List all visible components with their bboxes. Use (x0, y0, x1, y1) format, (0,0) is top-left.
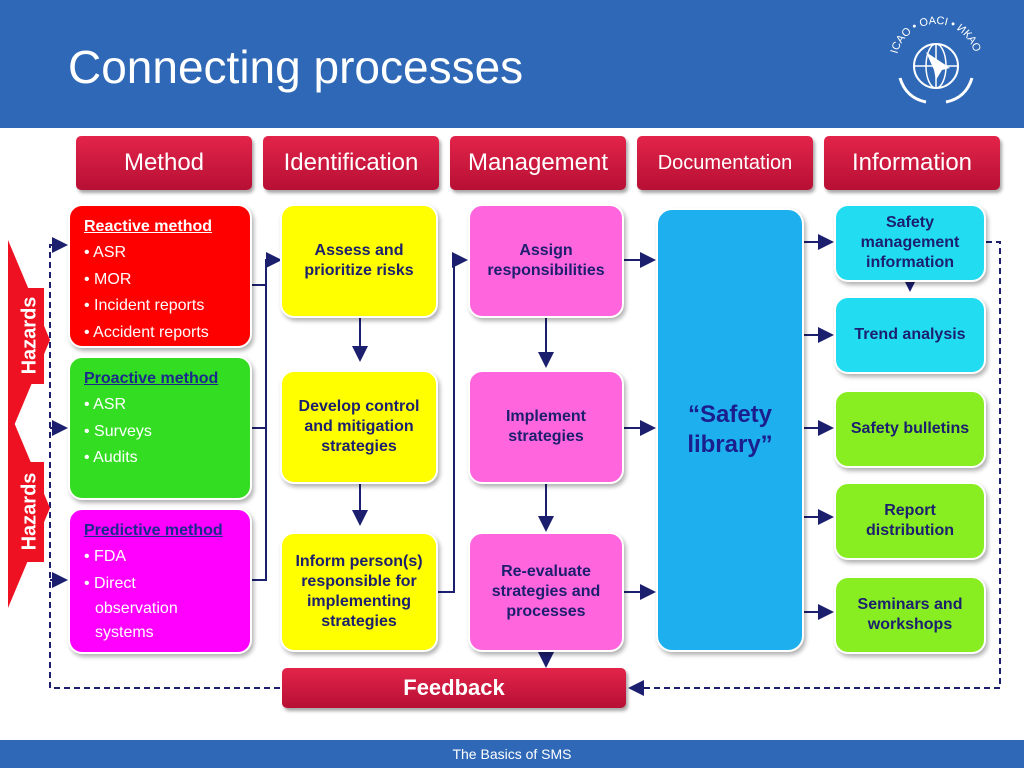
reactive-method-title: Reactive method (84, 218, 213, 235)
proactive-method-box: Proactive method • ASR • Surveys • Audit… (68, 356, 252, 500)
safety-management-information-box: Safety management information (834, 204, 986, 282)
safety-bulletins-box: Safety bulletins (834, 390, 986, 468)
list-item: • Direct (84, 574, 136, 592)
list-item: • ASR (84, 244, 127, 262)
assign-responsibilities-box: Assign responsibilities (468, 204, 624, 318)
hazards-label-bottom: Hazards (18, 472, 41, 551)
hazards-label-top: Hazards (18, 296, 41, 375)
column-documentation: Documentation (637, 136, 813, 190)
inform-persons-box: Inform person(s) responsible for impleme… (280, 532, 438, 652)
predictive-method-box: Predictive method • FDA • Direct observa… (68, 508, 252, 654)
proactive-method-title: Proactive method (84, 370, 219, 387)
assess-risks-box: Assess and prioritize risks (280, 204, 438, 318)
reactive-method-box: Reactive method • ASR • MOR • Incident r… (68, 204, 252, 348)
develop-strategies-box: Develop control and mitigation strategie… (280, 370, 438, 484)
reevaluate-box: Re-evaluate strategies and processes (468, 532, 624, 652)
safety-library-line2: library” (687, 431, 773, 458)
list-item: • Audits (84, 449, 138, 467)
icao-logo: ICAO • OACI • ИКАО (889, 15, 983, 104)
slide-title: Connecting processes (68, 41, 524, 93)
column-information: Information (824, 136, 1000, 190)
predictive-method-title: Predictive method (84, 522, 223, 539)
hazards-band-bottom (8, 462, 44, 562)
footer-text: The Basics of SMS (452, 746, 572, 762)
list-item: • MOR (84, 270, 132, 288)
list-item: • ASR (84, 396, 127, 414)
trend-analysis-box: Trend analysis (834, 296, 986, 374)
column-management: Management (450, 136, 626, 190)
list-item: • Accident reports (84, 323, 209, 341)
safety-library-box (656, 208, 804, 652)
feedback-bar: Feedback (282, 668, 626, 708)
report-distribution-box: Report distribution (834, 482, 986, 560)
list-item: • FDA (84, 548, 127, 566)
list-item: observation (95, 600, 178, 618)
footer-bar (0, 740, 1024, 768)
column-identification: Identification (263, 136, 439, 190)
hazards-band-top (8, 288, 44, 384)
safety-library-label: “Safety library” (656, 400, 804, 460)
list-item: • Surveys (84, 422, 152, 440)
safety-library-line1: “Safety (687, 401, 773, 428)
list-item: • Incident reports (84, 297, 205, 315)
list-item: systems (95, 624, 154, 642)
column-method: Method (76, 136, 252, 190)
seminars-workshops-box: Seminars and workshops (834, 576, 986, 654)
implement-strategies-box: Implement strategies (468, 370, 624, 484)
title-bar (0, 0, 1024, 128)
